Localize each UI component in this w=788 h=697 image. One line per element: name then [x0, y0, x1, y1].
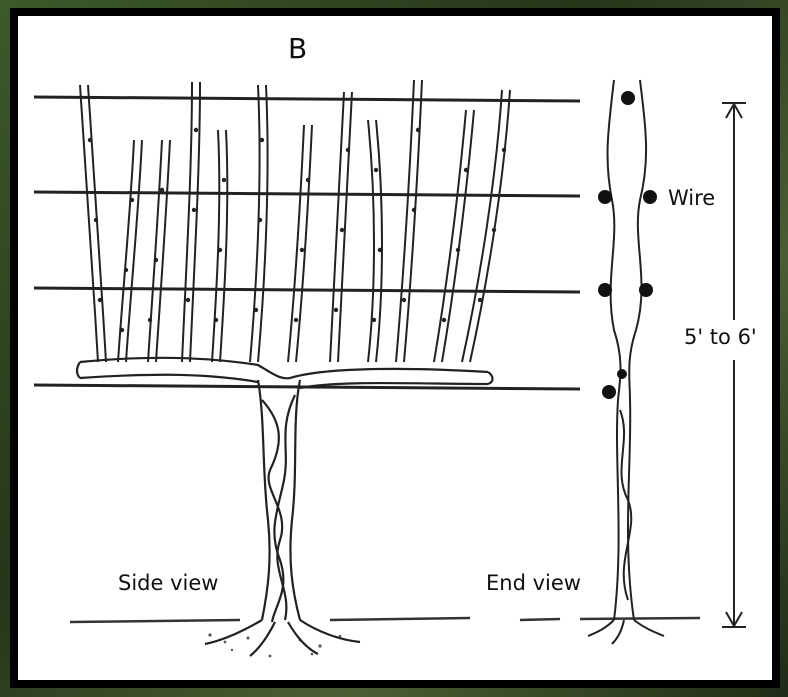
wire-label: Wire [668, 186, 715, 210]
height-dimension [722, 103, 746, 627]
wire-middle [34, 288, 580, 292]
end-wire-top [621, 91, 635, 105]
side-view-label: Side view [118, 571, 218, 595]
height-label: 5' to 6' [684, 325, 757, 349]
end-view-label: End view [486, 571, 581, 595]
wire-top [34, 97, 580, 101]
end-wire-bottom [602, 385, 616, 399]
ground-line [70, 618, 700, 622]
panel-label: B [288, 32, 307, 65]
wire-upper [34, 192, 580, 196]
side-view-trunk [205, 380, 360, 656]
end-view-wire-dots [598, 91, 657, 399]
end-wire-middle-left [598, 283, 612, 297]
end-wire-upper-left [598, 190, 612, 204]
cordon-arms [77, 358, 493, 388]
end-wire-middle-right [639, 283, 653, 297]
end-wire-upper-right [643, 190, 657, 204]
end-view-vine [588, 80, 664, 644]
end-wire-bottom-knot [617, 369, 627, 379]
